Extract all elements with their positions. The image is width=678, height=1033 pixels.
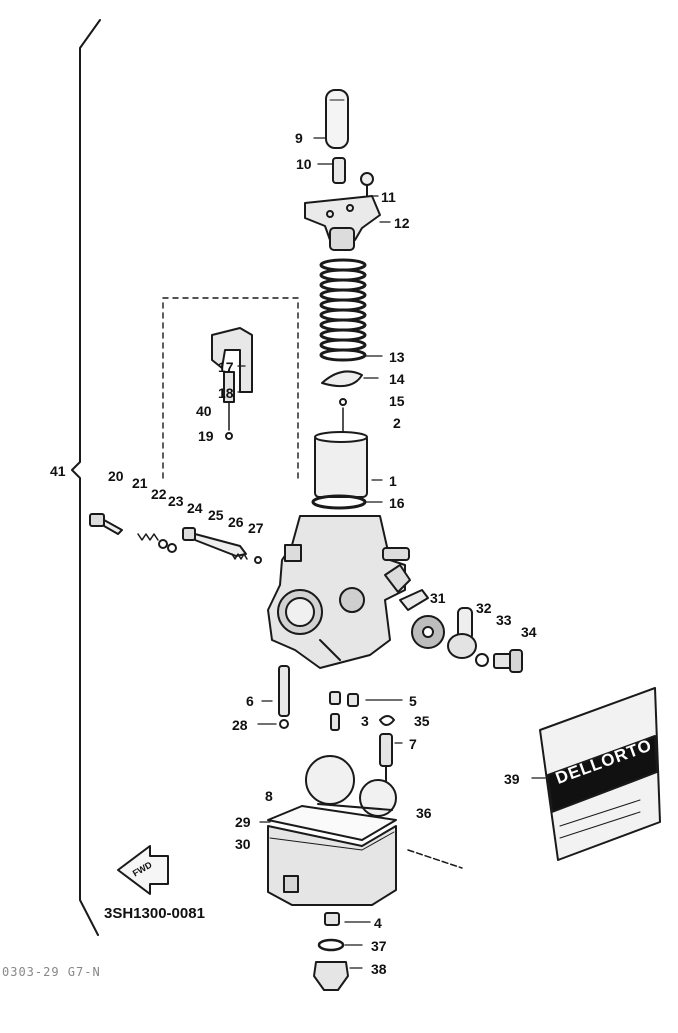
label-part-30: 30 — [235, 836, 251, 852]
label-part-15: 15 — [389, 393, 405, 409]
label-part-28: 28 — [232, 717, 248, 733]
label-part-40: 40 — [196, 403, 212, 419]
label-part-2: 2 — [393, 415, 401, 431]
part-code: 3SH1300-0081 — [104, 905, 205, 922]
label-part-6: 6 — [246, 693, 254, 709]
label-part-10: 10 — [296, 156, 312, 172]
part-28-washer — [279, 719, 289, 729]
label-part-23: 23 — [168, 493, 184, 509]
label-part-17: 17 — [218, 359, 234, 375]
label-part-35: 35 — [414, 713, 430, 729]
part-10-nut — [332, 157, 346, 184]
part-24-screw — [182, 527, 196, 541]
direction-arrow — [117, 845, 169, 895]
part-29-gasket — [267, 805, 397, 841]
label-part-33: 33 — [496, 612, 512, 628]
label-part-25: 25 — [208, 507, 224, 523]
footer-stamp: 0303-29 G7-N — [2, 965, 101, 979]
label-part-21: 21 — [132, 475, 148, 491]
part-35-clip — [379, 715, 395, 726]
part-13-spring — [319, 258, 367, 362]
label-part-16: 16 — [389, 495, 405, 511]
part-8-float — [305, 755, 397, 817]
part-30-float-bowl — [267, 825, 397, 906]
label-part-22: 22 — [151, 486, 167, 502]
part-17-choke-bracket — [211, 327, 253, 393]
part-38-drain-plug — [313, 961, 349, 991]
label-part-39: 39 — [504, 771, 520, 787]
part-4-screw — [324, 912, 340, 926]
part-21-spring — [137, 533, 159, 541]
part-12-top-cover — [304, 195, 381, 251]
label-part-11: 11 — [381, 189, 396, 205]
part-3-jet — [330, 713, 340, 731]
label-part-24: 24 — [187, 500, 203, 516]
label-part-13: 13 — [389, 349, 405, 365]
label-part-37: 37 — [371, 938, 387, 954]
carburetor-body — [267, 515, 411, 669]
label-part-20: 20 — [108, 468, 124, 484]
part-33-banjo — [447, 607, 477, 659]
label-part-4: 4 — [374, 915, 382, 931]
part-15-clip — [339, 398, 347, 406]
label-part-7: 7 — [409, 736, 417, 752]
label-part-5: 5 — [409, 693, 417, 709]
part-1-slide — [314, 431, 368, 498]
part-34-bolt — [475, 649, 523, 673]
label-part-41: 41 — [50, 463, 66, 479]
part-27-oring — [254, 556, 262, 564]
part-25-pilot-screw — [194, 533, 247, 557]
label-part-29: 29 — [235, 814, 251, 830]
leader-lines — [237, 137, 546, 969]
part-19-ball — [225, 432, 233, 440]
label-part-19: 19 — [198, 428, 214, 444]
label-part-18: 18 — [218, 385, 234, 401]
label-part-26: 26 — [228, 514, 244, 530]
label-part-31: 31 — [430, 590, 446, 606]
part-37-ring — [317, 938, 345, 952]
dashed-group-box — [162, 297, 299, 479]
part-20-screw — [89, 513, 123, 535]
label-part-8: 8 — [265, 788, 273, 804]
part-23-washer — [167, 543, 177, 553]
part-16-oring — [311, 494, 367, 510]
part-26-spring — [231, 553, 248, 560]
part-22-washer — [158, 539, 168, 549]
label-part-1: 1 — [389, 473, 397, 489]
assembly-bracket — [71, 19, 101, 936]
part-7-needle-valve — [379, 733, 393, 785]
part-9-cap — [325, 89, 349, 149]
label-part-38: 38 — [371, 961, 387, 977]
part-5-jet — [329, 691, 359, 707]
label-part-27: 27 — [248, 520, 264, 536]
part-36-drain-tube — [407, 849, 463, 869]
part-6-jet-holder — [278, 665, 290, 717]
label-part-32: 32 — [476, 600, 492, 616]
label-part-9: 9 — [295, 130, 303, 146]
label-part-34: 34 — [521, 624, 537, 640]
label-part-12: 12 — [394, 215, 410, 231]
part-14-plate — [321, 370, 363, 388]
part-31-nipple — [399, 589, 429, 611]
label-part-36: 36 — [416, 805, 432, 821]
label-part-3: 3 — [361, 713, 369, 729]
part-39-gasket-kit — [539, 687, 661, 861]
label-part-14: 14 — [389, 371, 405, 387]
